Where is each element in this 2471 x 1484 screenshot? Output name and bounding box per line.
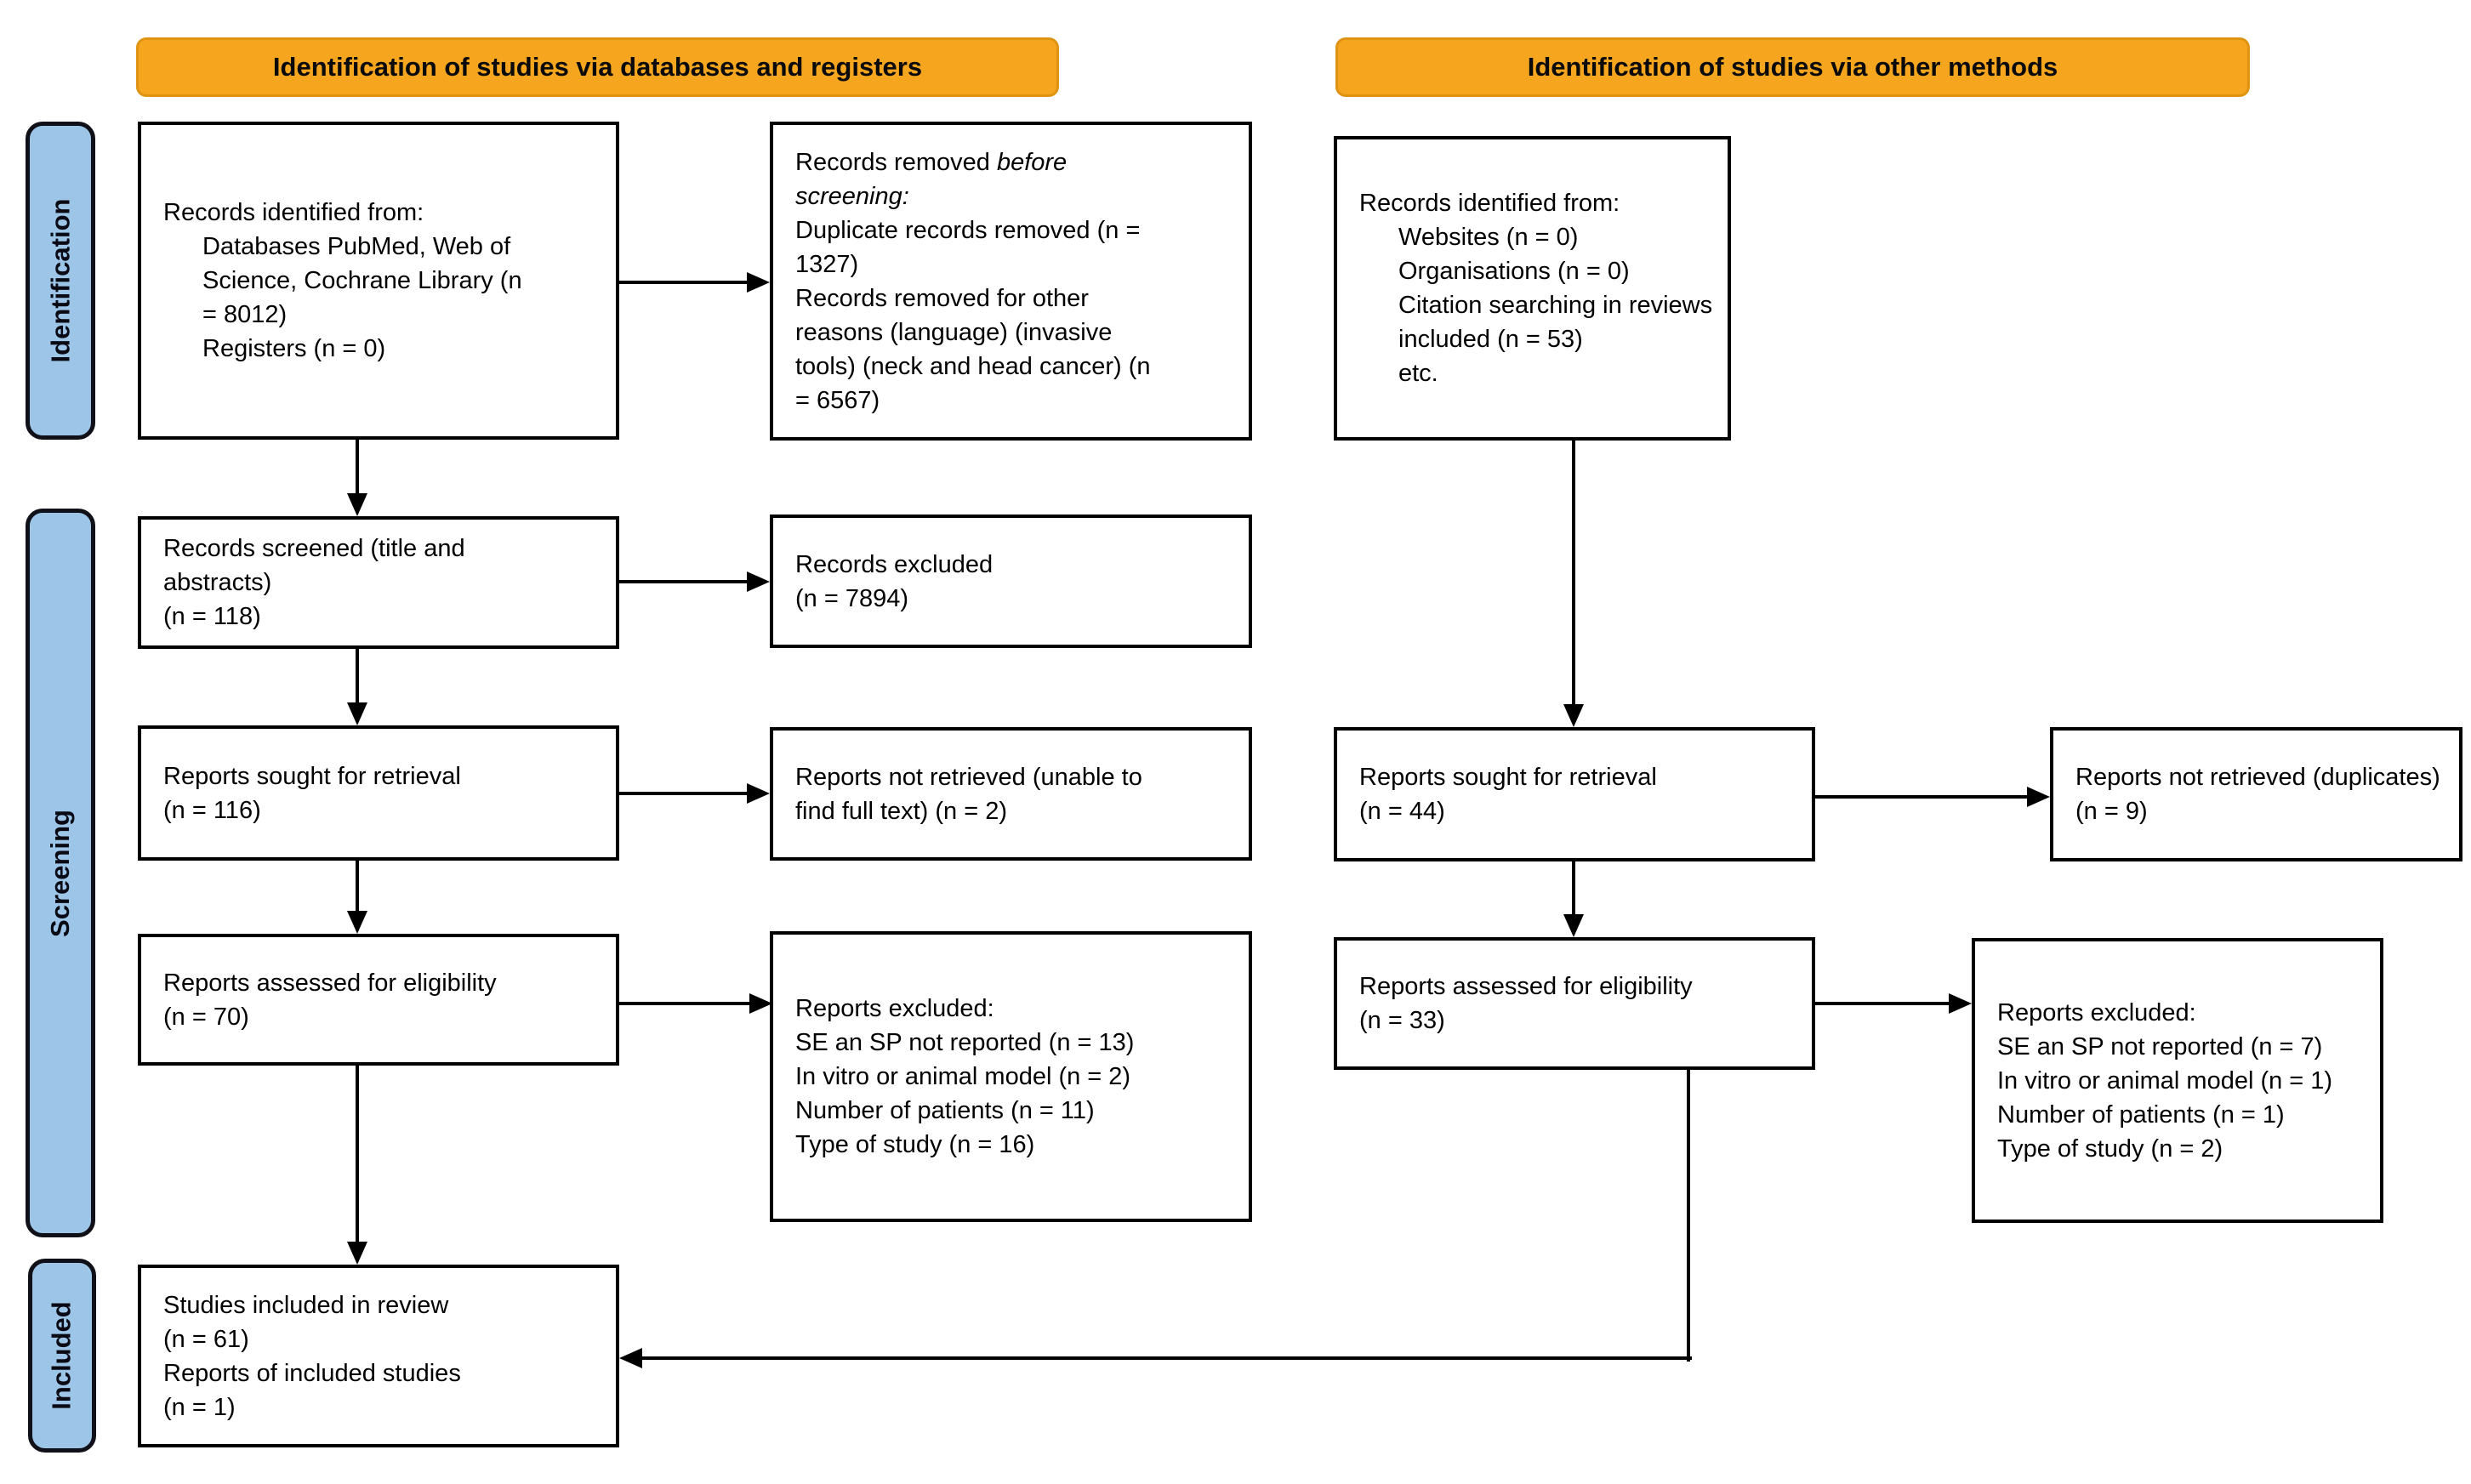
arrow-assessed-to-excluded	[619, 1002, 754, 1005]
box-text-line: (n = 118)	[163, 603, 261, 630]
box-text-line: In vitro or animal model (n = 1)	[1997, 1066, 2333, 1095]
arrow-screened-to-sought	[356, 649, 359, 708]
arrow-other-to-included	[637, 1356, 1692, 1360]
box-records-removed: Records removed before screening: Duplicat…	[770, 122, 1252, 441]
stage-label-identification: Identification	[45, 198, 76, 363]
arrow-other-assessed-to-excluded-head	[1949, 993, 1972, 1014]
arrow-other-to-included-head	[619, 1348, 642, 1368]
box-text-line: tools) (neck and head cancer) (n	[795, 352, 1151, 380]
stage-rail-included: Included	[28, 1259, 96, 1453]
box-text-line: (n = 7894)	[795, 584, 909, 612]
box-text-line: Reports not retrieved (unable to	[795, 763, 1142, 791]
box-text-line: Organisations (n = 0)	[1398, 258, 1630, 285]
arrow-sought-to-notretrieved-head	[747, 783, 770, 804]
stage-rail-identification: Identification	[26, 122, 95, 440]
box-text-line: SE an SP not reported (n = 13)	[795, 1029, 1135, 1056]
box-text-line: Duplicate records removed (n =	[795, 216, 1141, 244]
box-text-line: Records identified from:	[1359, 190, 1620, 217]
box-reports-excluded-databases: Reports excluded: SE an SP not reported (…	[770, 931, 1252, 1222]
stage-label-screening: Screening	[45, 809, 76, 937]
box-text-line: (n = 116)	[163, 796, 261, 824]
arrow-other-sought-to-notretrieved	[1815, 795, 2032, 799]
arrow-screened-to-sought-head	[347, 702, 367, 725]
arrow-assessed-to-excluded-head	[749, 993, 772, 1014]
box-studies-included: Studies included in review (n = 61) Report…	[138, 1265, 619, 1447]
box-text-line: Reports excluded:	[1997, 998, 2196, 1026]
arrow-identified-to-screened-head	[347, 493, 367, 516]
box-text-line: = 8012)	[202, 301, 288, 328]
box-records-identified-other: Records identified from: Websites (n = 0)…	[1334, 136, 1731, 441]
box-text-line: screening:	[795, 182, 909, 210]
arrow-other-identified-to-sought-head	[1563, 704, 1584, 727]
arrow-assessed-to-included-head	[347, 1242, 367, 1265]
box-text-line: find full text) (n = 2)	[795, 797, 1008, 825]
box-records-screened: Records screened (title and abstracts) (n …	[138, 516, 619, 649]
box-text-line: included (n = 53)	[1398, 326, 1583, 353]
arrow-identified-to-removed-head	[747, 272, 770, 293]
arrow-identified-to-screened	[356, 440, 359, 498]
arrow-screened-to-excluded-head	[747, 571, 770, 592]
arrow-other-assessed-down	[1687, 1070, 1690, 1362]
box-reports-not-retrieved-databases: Reports not retrieved (unable to find ful…	[770, 727, 1252, 861]
box-reports-not-retrieved-other: Reports not retrieved (duplicates) (n = 9…	[2050, 727, 2462, 861]
box-text-line: Reports of included studies	[163, 1359, 461, 1387]
box-text-line: Records excluded	[795, 550, 994, 578]
box-text-line: Reports assessed for eligibility	[163, 969, 497, 997]
arrow-sought-to-assessed-head	[347, 911, 367, 934]
arrow-other-sought-to-assessed-head	[1563, 914, 1584, 937]
box-text-line: (n = 33)	[1359, 1007, 1445, 1034]
stage-label-included: Included	[47, 1301, 77, 1410]
box-records-identified-databases: Records identified from: Databases PubMed…	[138, 122, 619, 440]
box-text-line: Type of study (n = 16)	[795, 1131, 1035, 1158]
box-text-line: Science, Cochrane Library (n	[202, 267, 522, 294]
box-text-line: Number of patients (n = 11)	[795, 1097, 1095, 1124]
box-text-line: Reports assessed for eligibility	[1359, 973, 1693, 1000]
box-text-line: etc.	[1398, 360, 1438, 387]
box-text-line: Records removed before	[795, 148, 1068, 176]
box-reports-excluded-other: Reports excluded: SE an SP not reported (…	[1972, 938, 2383, 1223]
box-records-excluded: Records excluded (n = 7894)	[770, 515, 1252, 648]
box-text-line: Citation searching in reviews	[1398, 292, 1713, 319]
box-text-line: Registers (n = 0)	[202, 335, 386, 362]
box-text-line: (n = 61)	[163, 1325, 249, 1353]
box-text-line: Records removed for other	[795, 284, 1089, 312]
box-text-line: (n = 9)	[2075, 798, 2148, 825]
box-text-line: Records screened (title and	[163, 535, 465, 562]
arrow-sought-to-assessed	[356, 861, 359, 916]
box-text-line: = 6567)	[795, 386, 880, 414]
box-text-line: Reports excluded:	[795, 995, 994, 1022]
box-text-line: In vitro or animal model (n = 2)	[795, 1063, 1131, 1090]
box-text-line: Number of patients (n = 1)	[1997, 1100, 2285, 1129]
box-text-line: (n = 44)	[1359, 798, 1445, 825]
box-text-line: (n = 1)	[163, 1393, 236, 1421]
box-text-line: SE an SP not reported (n = 7)	[1997, 1032, 2323, 1060]
box-text-line: Reports sought for retrieval	[1359, 764, 1657, 791]
box-reports-assessed-databases: Reports assessed for eligibility (n = 70)	[138, 934, 619, 1066]
box-text-line: 1327)	[795, 250, 859, 278]
box-reports-sought-other: Reports sought for retrieval (n = 44)	[1334, 727, 1815, 861]
header-banner-databases-registers: Identification of studies via databases …	[136, 37, 1059, 97]
box-text-line: Type of study (n = 2)	[1997, 1134, 2223, 1163]
box-text-line: reasons (language) (invasive	[795, 318, 1113, 346]
box-reports-sought-databases: Reports sought for retrieval (n = 116)	[138, 725, 619, 861]
box-reports-assessed-other: Reports assessed for eligibility (n = 33)	[1334, 937, 1815, 1070]
box-text-line: Reports not retrieved (duplicates)	[2075, 764, 2440, 791]
arrow-screened-to-excluded	[619, 580, 752, 583]
arrow-assessed-to-included	[356, 1066, 359, 1247]
box-text-line: (n = 70)	[163, 1003, 249, 1031]
arrow-sought-to-notretrieved	[619, 792, 752, 795]
box-text-line: Records identified from:	[163, 199, 424, 226]
arrow-other-assessed-to-excluded	[1815, 1002, 1954, 1005]
stage-rail-screening: Screening	[26, 509, 95, 1237]
box-text-line: Databases PubMed, Web of	[202, 233, 511, 260]
arrow-other-sought-to-assessed	[1572, 861, 1575, 919]
box-text-line: Studies included in review	[163, 1291, 449, 1319]
box-text-line: Reports sought for retrieval	[163, 762, 461, 790]
arrow-other-sought-to-notretrieved-head	[2027, 787, 2050, 807]
box-text-line: Websites (n = 0)	[1398, 224, 1579, 251]
box-text-line: abstracts)	[163, 569, 272, 596]
header-banner-other-methods: Identification of studies via other meth…	[1335, 37, 2250, 97]
arrow-other-identified-to-sought	[1572, 441, 1575, 709]
arrow-identified-to-removed	[619, 281, 752, 284]
